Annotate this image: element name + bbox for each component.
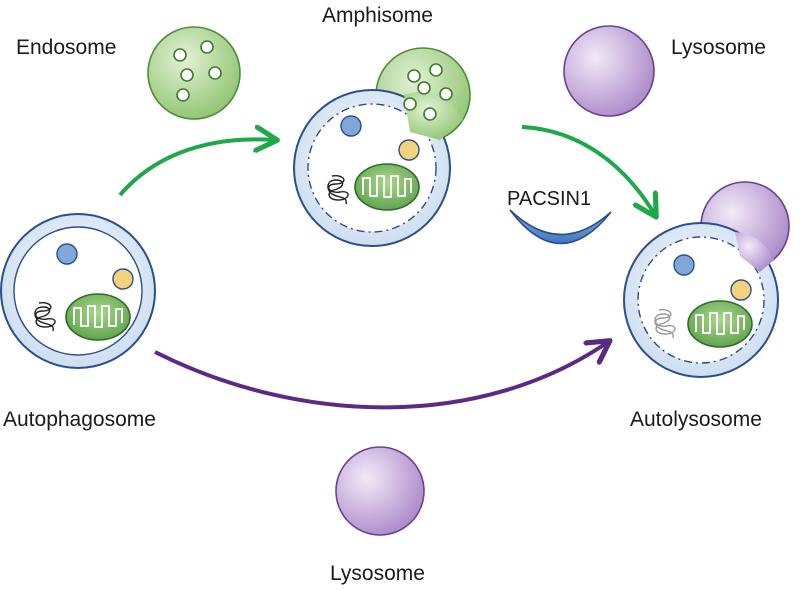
yellow-vesicle (730, 279, 752, 301)
label-lysosome-bottom: Lysosome (330, 562, 425, 585)
blue-vesicle (56, 243, 78, 265)
label-endosome: Endosome (16, 36, 117, 59)
mitochondrion-degrading (687, 300, 753, 348)
endosome (147, 26, 241, 120)
mitochondrion (354, 163, 420, 211)
arrow-amphisome-to-autolysosome (521, 125, 655, 215)
label-amphisome: Amphisome (322, 4, 433, 27)
lysosome-bottom (335, 446, 425, 536)
lysosome-top (563, 25, 655, 117)
label-autolysosome: Autolysosome (630, 408, 762, 431)
yellow-vesicle (112, 268, 134, 290)
arrow-autophagosome-to-amphisome (118, 139, 275, 197)
label-lysosome-top: Lysosome (671, 36, 766, 59)
autolysosome (623, 181, 790, 378)
label-autophagosome: Autophagosome (3, 408, 156, 431)
mitochondrion (65, 293, 131, 341)
label-pacsin1: PACSIN1 (507, 188, 592, 210)
autophagosome (0, 213, 156, 369)
endosome-vesicles (173, 40, 222, 102)
arrow-autophagosome-to-autolysosome (154, 342, 608, 410)
blue-vesicle (340, 115, 362, 137)
amphisome (293, 47, 471, 247)
blue-vesicle (673, 254, 695, 276)
pacsin1-crescent (509, 209, 612, 245)
yellow-vesicle (398, 139, 420, 161)
